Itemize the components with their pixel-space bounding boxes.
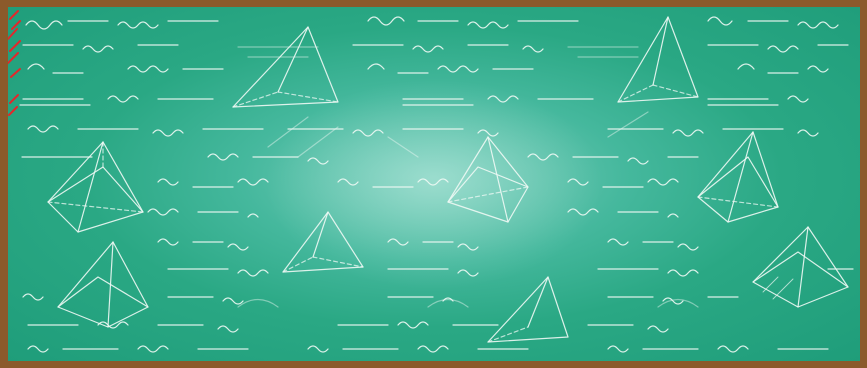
pyramid-figure-1 <box>232 26 339 108</box>
chalkboard-surface <box>8 7 860 361</box>
formula-scribbles <box>19 16 854 353</box>
pyramid-figure-5 <box>697 131 779 223</box>
pyramid-figure-6 <box>282 211 364 273</box>
red-chalk-marks <box>8 10 21 116</box>
pyramid-figure-7 <box>487 276 569 343</box>
pyramid-figure-2 <box>617 16 699 103</box>
faint-chalk-strokes <box>237 46 699 308</box>
pyramid-figure-9 <box>57 241 149 328</box>
pyramid-figure-4 <box>447 136 529 223</box>
chalk-drawings <box>8 10 854 353</box>
pyramid-figure-8 <box>752 226 849 308</box>
pyramid-figure-3 <box>47 141 144 233</box>
